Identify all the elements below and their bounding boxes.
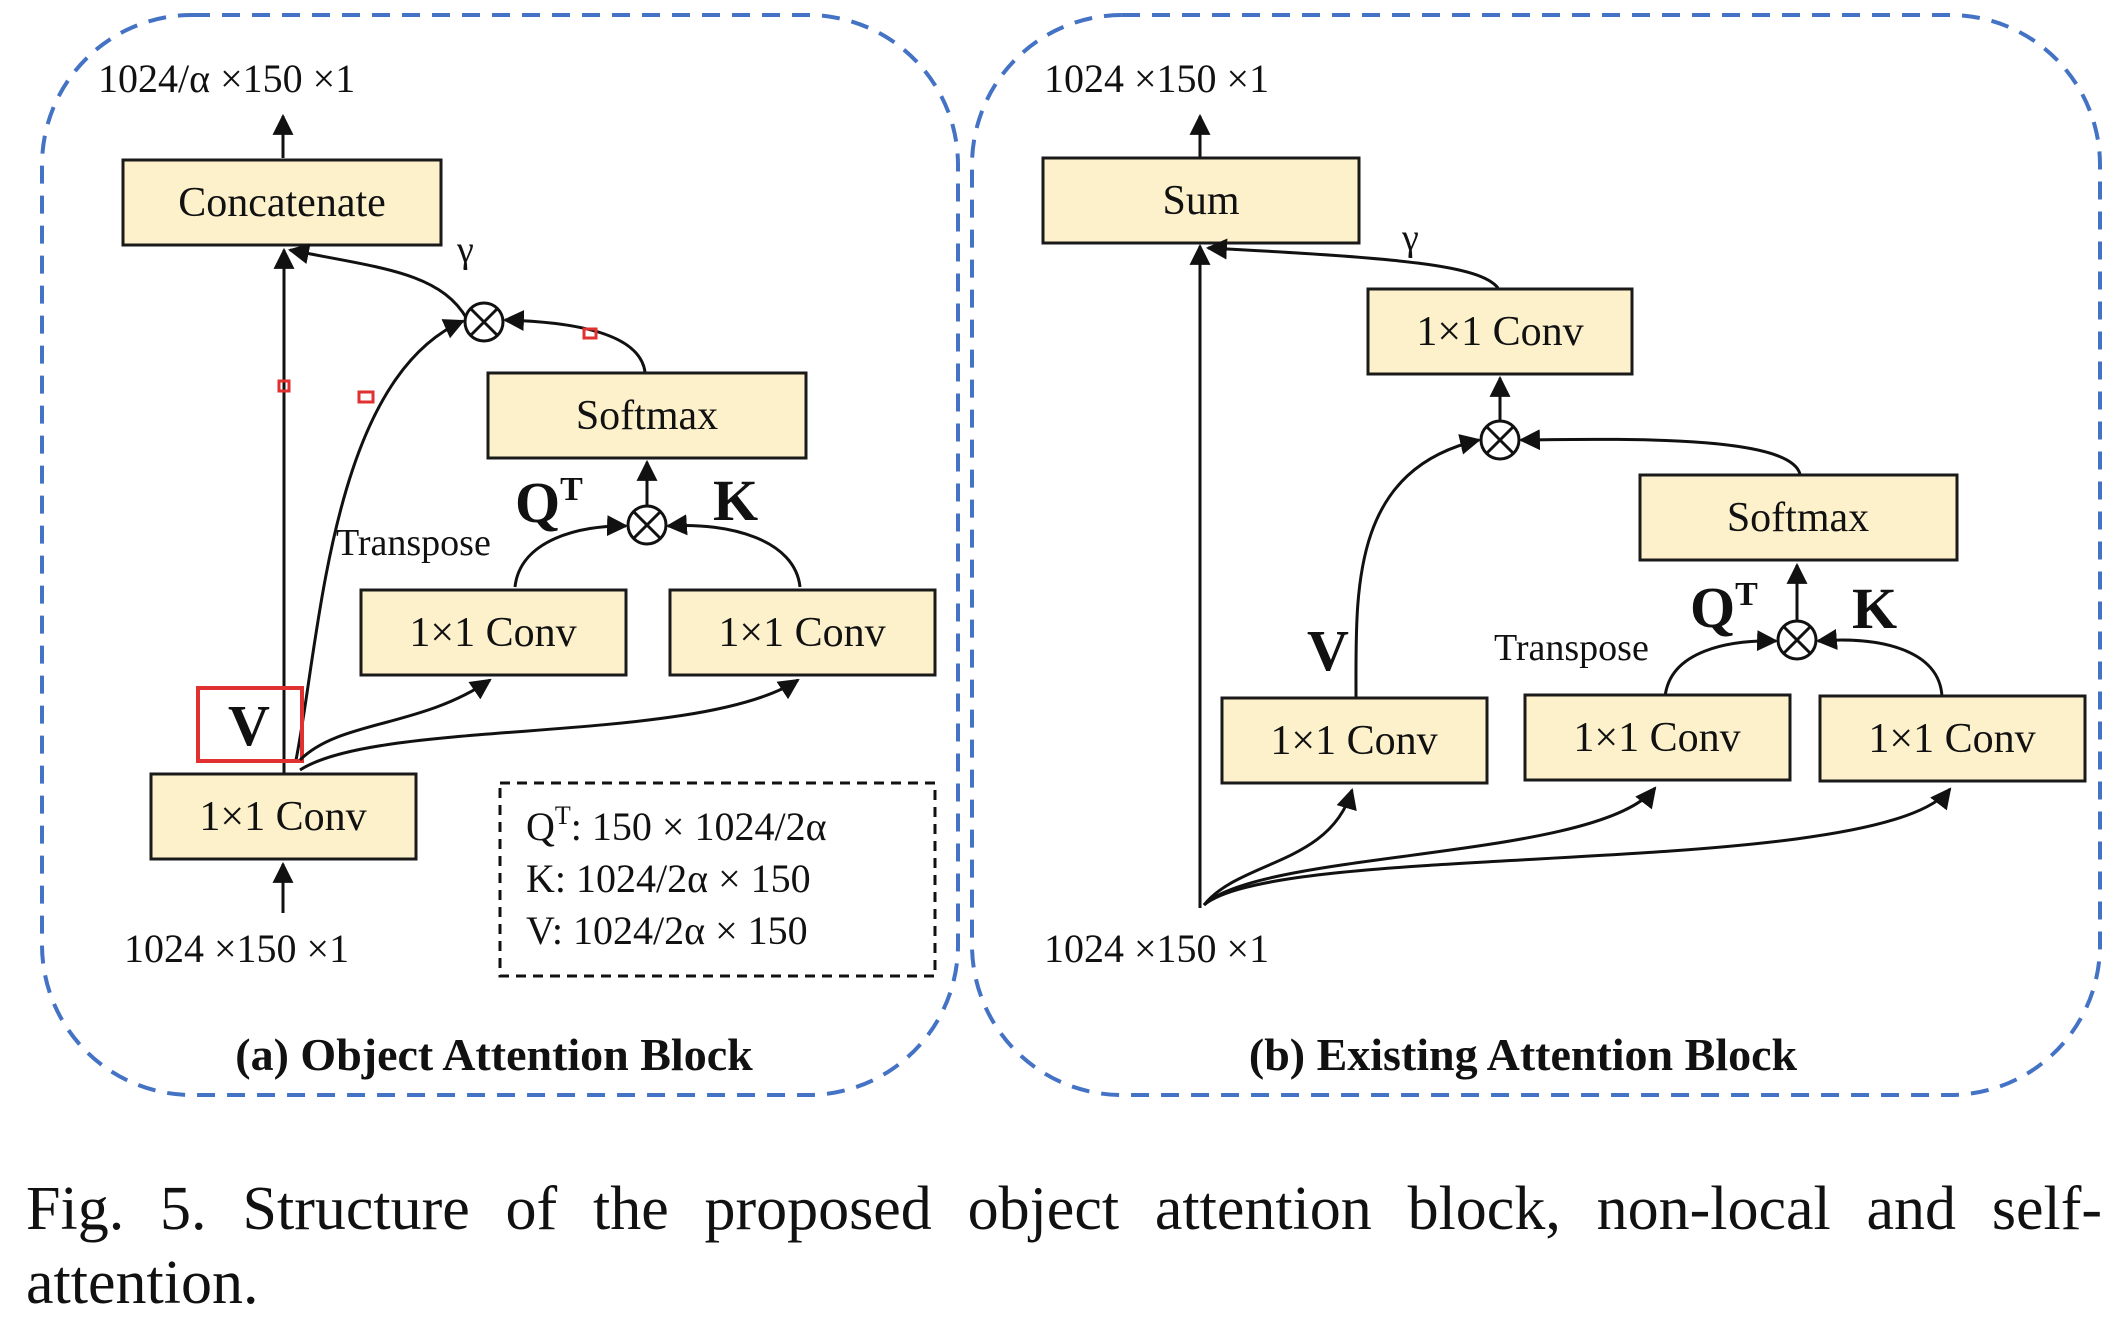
gamma-label-a: γ (456, 229, 474, 271)
conv-v-label-a: 1×1 Conv (199, 794, 366, 840)
conv-v-box-b: 1×1 Conv (1220, 696, 1489, 785)
softmax-box-a: Softmax (486, 371, 808, 460)
marker-1 (277, 379, 291, 393)
concatenate-box: Concatenate (121, 158, 443, 247)
multiply-op-a-top (463, 301, 505, 343)
panel-a-output-dim: 1024/α ×150 ×1 (98, 56, 355, 101)
sum-label: Sum (1162, 178, 1239, 224)
input-to-k-b (1203, 787, 1952, 907)
v-label-a: V (228, 693, 270, 758)
q-label-b: QT (1690, 575, 1758, 640)
multiply-op-a-mid (626, 504, 668, 546)
q-to-mult-a (513, 515, 629, 588)
gamma-wire-a (287, 243, 469, 320)
k-to-mult-a (665, 514, 802, 588)
figure-caption: Fig. 5.Structure of the proposed object … (26, 1172, 2102, 1320)
legend-q: QT: 150 × 1024/2α (526, 801, 827, 849)
softmax-box-b: Softmax (1638, 473, 1959, 562)
conv-q-box-a: 1×1 Conv (359, 588, 628, 677)
legend-k: K: 1024/2α × 150 (526, 856, 811, 901)
figure-number: Fig. 5. (26, 1175, 207, 1243)
q-label-a: QT (515, 470, 583, 535)
v-label-b: V (1307, 618, 1349, 683)
k-to-mult-b (1815, 629, 1944, 698)
marker-2 (357, 390, 375, 404)
panel-b-title: (b) Existing Attention Block (1249, 1029, 1798, 1080)
softmax-to-mult-a (502, 310, 647, 373)
v-highlight-box (196, 686, 304, 763)
conv-out-box-b: 1×1 Conv (1366, 287, 1634, 376)
input-to-v-b (1202, 787, 1357, 906)
softmax-label-b: Softmax (1727, 495, 1869, 541)
softmax-to-mult-b (1518, 429, 1802, 475)
transpose-label-a: Transpose (336, 522, 491, 564)
k-label-a: K (713, 468, 758, 533)
v-to-mult-b (1354, 434, 1482, 698)
conv-q-label-a: 1×1 Conv (409, 610, 576, 656)
input-to-q-b (1202, 786, 1657, 907)
panel-a-input-dim: 1024 ×150 ×1 (124, 926, 349, 971)
attention-diagram: 1024/α ×150 ×1 Concatenate γ Softmax (40, 13, 2102, 1097)
v-to-mult-a (294, 319, 465, 761)
multiply-op-b-mid (1776, 619, 1818, 661)
softmax-label-a: Softmax (576, 393, 718, 439)
sum-box: Sum (1041, 156, 1361, 245)
multiply-op-b-top (1479, 419, 1521, 461)
panel-object-attention: 1024/α ×150 ×1 Concatenate γ Softmax (40, 13, 960, 1097)
panel-a-title: (a) Object Attention Block (235, 1029, 753, 1080)
figure-caption-text: Structure of the proposed object attenti… (26, 1175, 2102, 1317)
gamma-label-b: γ (1401, 217, 1419, 259)
panel-b-output-dim: 1024 ×150 ×1 (1044, 56, 1269, 101)
concatenate-label: Concatenate (178, 180, 386, 226)
transpose-label-b: Transpose (1494, 627, 1649, 669)
conv-k-label-b: 1×1 Conv (1868, 716, 2035, 762)
conv-k-box-b: 1×1 Conv (1818, 694, 2087, 783)
panel-a-border (40, 13, 960, 1097)
conv-k-label-a: 1×1 Conv (718, 610, 885, 656)
v-conv-to-q-a (298, 678, 492, 762)
panel-b-border (970, 13, 2102, 1097)
q-to-mult-b (1663, 630, 1779, 698)
legend-v: V: 1024/2α × 150 (526, 908, 808, 953)
conv-v-box-a: 1×1 Conv (149, 772, 418, 861)
panel-existing-attention: 1024 ×150 ×1 Sum γ 1×1 Conv Softmax (970, 13, 2102, 1097)
v-conv-to-k-a (299, 678, 800, 772)
conv-q-label-b: 1×1 Conv (1573, 715, 1740, 761)
k-label-b: K (1852, 576, 1897, 641)
marker-3 (582, 327, 598, 340)
dimension-legend (498, 781, 937, 978)
conv-q-box-b: 1×1 Conv (1523, 693, 1792, 782)
panel-b-input-dim: 1024 ×150 ×1 (1044, 926, 1269, 971)
gamma-wire-b (1205, 238, 1500, 289)
conv-out-label-b: 1×1 Conv (1416, 309, 1583, 355)
conv-v-label-b: 1×1 Conv (1270, 718, 1437, 764)
conv-k-box-a: 1×1 Conv (668, 588, 937, 677)
